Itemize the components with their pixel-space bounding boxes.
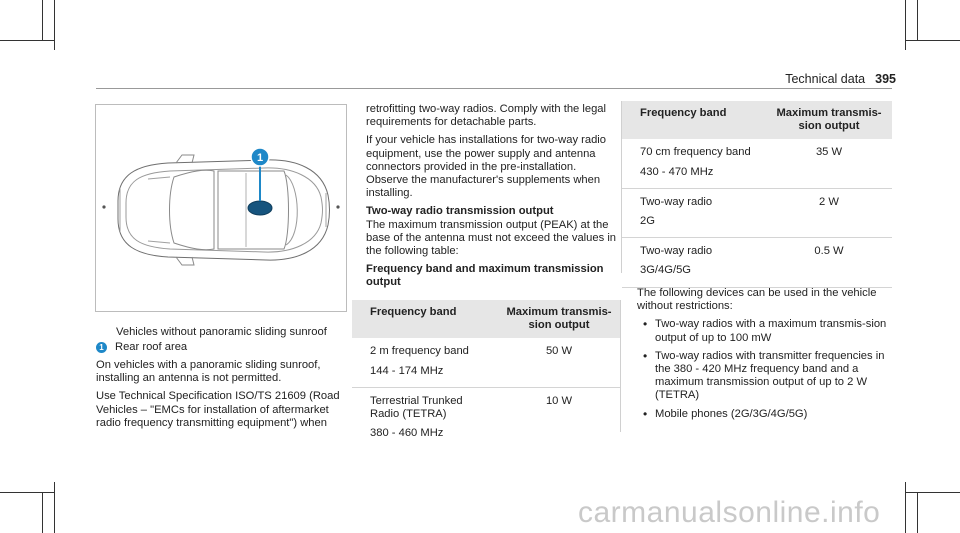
band-name: Two-way radio [640, 195, 713, 208]
output-value: 2 W [766, 188, 892, 239]
band-name: Two-way radio [640, 245, 713, 258]
band-name: Terrestrial Trunked Radio (TETRA) [370, 394, 463, 421]
output-value: 10 W [545, 394, 573, 407]
output-value: 50 W [498, 338, 620, 388]
rear-roof-area-marker [247, 200, 273, 216]
legend-text: Rear roof area [115, 341, 188, 353]
crop-mark [905, 0, 906, 50]
subheading: Two-way radio transmission output [366, 205, 554, 218]
header-divider [96, 88, 892, 89]
column-3-text: The following devices can be used in the… [637, 287, 893, 426]
crop-mark [42, 0, 43, 40]
section-title: Technical data [785, 72, 866, 86]
table-row: Two-way radio 3G/4G/5G 0.5 W [622, 237, 892, 288]
table-row: 70 cm frequency band 430 - 470 MHz 35 W [622, 139, 892, 189]
paragraph: On vehicles with a panoramic sliding sun… [96, 359, 321, 385]
list-item: Two-way radios with transmitter frequenc… [637, 350, 893, 403]
column-header: Maximum transmis-sion output [766, 101, 892, 140]
crop-mark [42, 492, 43, 533]
column-divider [621, 101, 622, 273]
band-range: 380 - 460 MHz [370, 427, 444, 440]
output-value: 0.5 W [766, 237, 892, 288]
list-item: Two-way radios with a maximum transmis-s… [637, 318, 893, 344]
crop-mark [905, 482, 906, 533]
column-2-text: retrofitting two-way radios. Comply with… [366, 103, 620, 290]
band-name: 2 m frequency band [370, 345, 469, 358]
table-row: Two-way radio 2G 2 W [622, 188, 892, 239]
legend-number: 1 [96, 342, 107, 354]
column-header: Frequency band [352, 300, 498, 339]
paragraph: The maximum transmission output (PEAK) a… [366, 218, 617, 258]
paragraph: Use Technical Specification ISO/TS 21609… [96, 390, 340, 429]
figure-caption: Vehicles without panoramic sliding sunro… [116, 326, 327, 338]
device-list: Two-way radios with a maximum transmis-s… [637, 318, 893, 421]
band-range: 430 - 470 MHz [640, 165, 714, 178]
band-range: 3G/4G/5G [640, 264, 691, 277]
output-value: 35 W [766, 139, 892, 189]
column-header: Frequency band [622, 101, 766, 140]
crop-mark [905, 492, 960, 493]
paragraph: retrofitting two-way radios. Comply with… [366, 103, 607, 129]
crop-mark [0, 40, 55, 41]
column-header: Maximum transmis-sion output [498, 300, 620, 339]
crop-mark [54, 0, 55, 50]
legend-item: 1 Rear roof area [96, 341, 187, 354]
callout-1: 1 [257, 152, 263, 164]
paragraph: If your vehicle has installations for tw… [366, 134, 607, 200]
band-name: 70 cm frequency band [640, 146, 751, 159]
paragraph: The following devices can be used in the… [637, 287, 877, 313]
column-1-text: On vehicles with a panoramic sliding sun… [96, 359, 352, 435]
frequency-table-2: Frequency band Maximum transmis-sion out… [621, 101, 892, 288]
crop-mark [917, 492, 918, 533]
column-divider [620, 300, 621, 432]
watermark: carmanualsonline.info [578, 496, 881, 529]
band-range: 144 - 174 MHz [370, 364, 444, 377]
crop-mark [917, 0, 918, 40]
vehicle-roof-figure: 1 [95, 104, 347, 312]
table-row: 2 m frequency band 144 - 174 MHz 50 W [352, 338, 620, 388]
crop-mark [0, 492, 55, 493]
crop-mark [905, 40, 960, 41]
table-row: Terrestrial Trunked Radio (TETRA) 380 - 4… [352, 387, 620, 449]
crop-mark [54, 482, 55, 533]
page-number: 395 [875, 72, 896, 86]
car-top-view-illustration: 1 [102, 147, 340, 266]
band-range: 2G [640, 215, 655, 228]
table-heading: Frequency band and maximum transmission … [366, 263, 604, 289]
list-item: Mobile phones (2G/3G/4G/5G) [637, 408, 893, 421]
page-header: Technical data 395 [785, 72, 896, 86]
frequency-table-1: Frequency band Maximum transmis-sion out… [352, 300, 621, 449]
